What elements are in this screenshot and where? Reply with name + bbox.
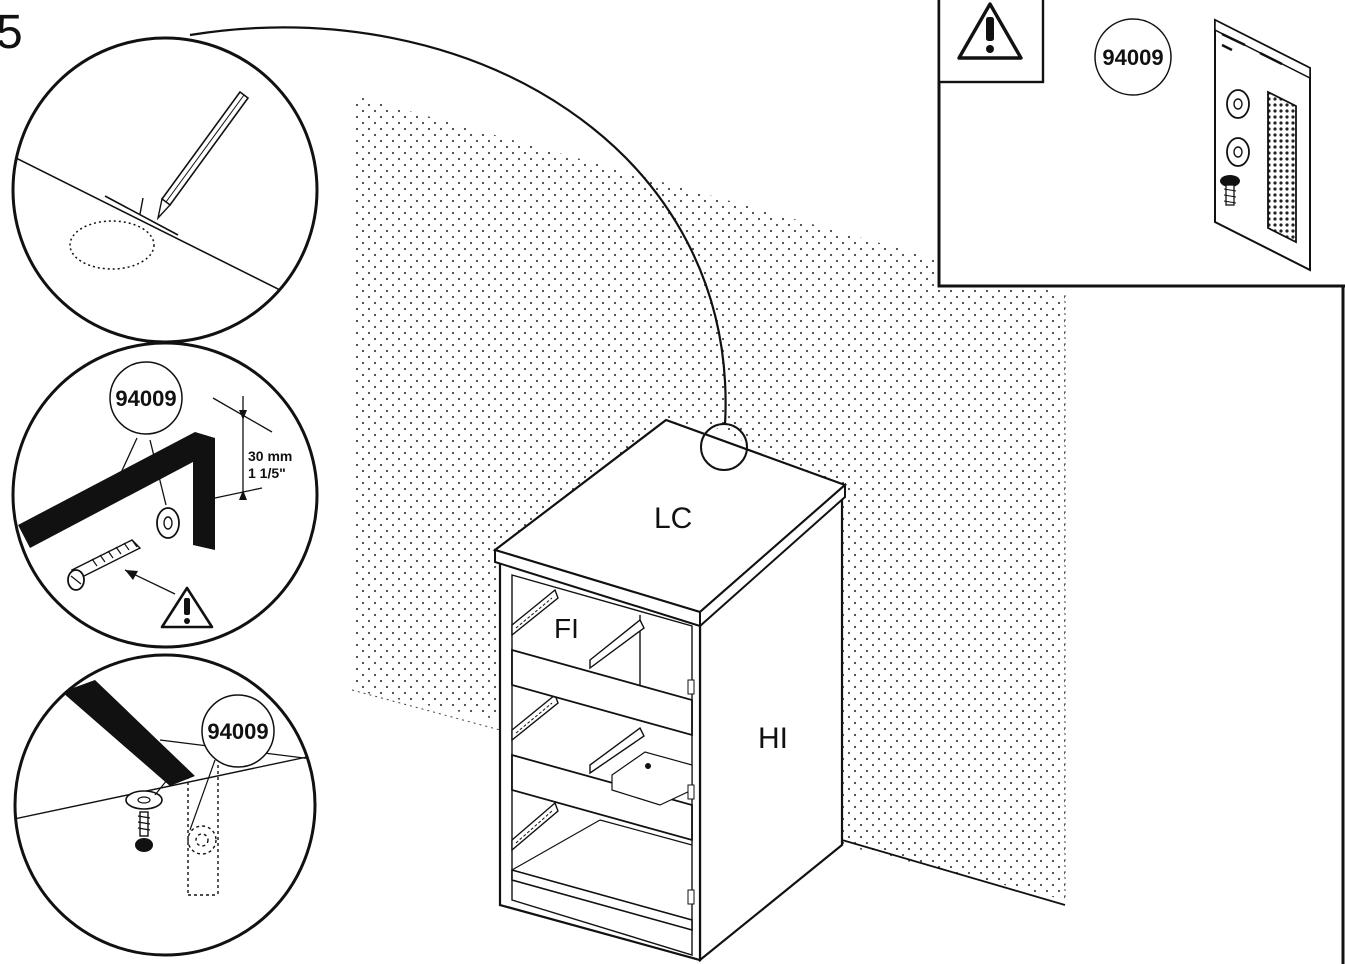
detail-marker bbox=[700, 423, 748, 471]
hardware-bag-icon bbox=[1214, 18, 1311, 272]
warning-triangle-icon bbox=[160, 586, 214, 629]
label-top-panel: LC bbox=[654, 502, 692, 535]
step-number: 5 bbox=[0, 6, 23, 59]
warning-triangle-icon bbox=[957, 2, 1023, 60]
part-number-bubble-2: 94009 bbox=[115, 386, 176, 411]
washer-icon bbox=[156, 507, 180, 539]
drawer-front-1 bbox=[511, 648, 693, 737]
detail-circle-strap: 30 mm 1 1/5" bbox=[11, 341, 319, 649]
part-number-bubble-3: 94009 bbox=[207, 719, 268, 744]
callout-arc bbox=[189, 26, 727, 426]
wall-surface bbox=[351, 95, 1066, 906]
pencil-icon bbox=[156, 90, 250, 221]
part-number-bubble-1: 94009 bbox=[1102, 45, 1163, 70]
dimension-imperial: 1 1/5" bbox=[248, 465, 286, 481]
dimension-metric: 30 mm bbox=[248, 448, 292, 464]
screw-icon bbox=[67, 539, 142, 591]
detail-circle-mark bbox=[11, 36, 319, 344]
wall-strap-icon bbox=[18, 432, 215, 550]
hardware-box: 94009 bbox=[937, 0, 1345, 288]
detail-circle-anchor: 94009 bbox=[13, 653, 317, 957]
label-side-panel: HI bbox=[758, 722, 788, 755]
cabinet: LC FI HI bbox=[492, 418, 848, 963]
label-front-panel: FI bbox=[554, 613, 579, 644]
